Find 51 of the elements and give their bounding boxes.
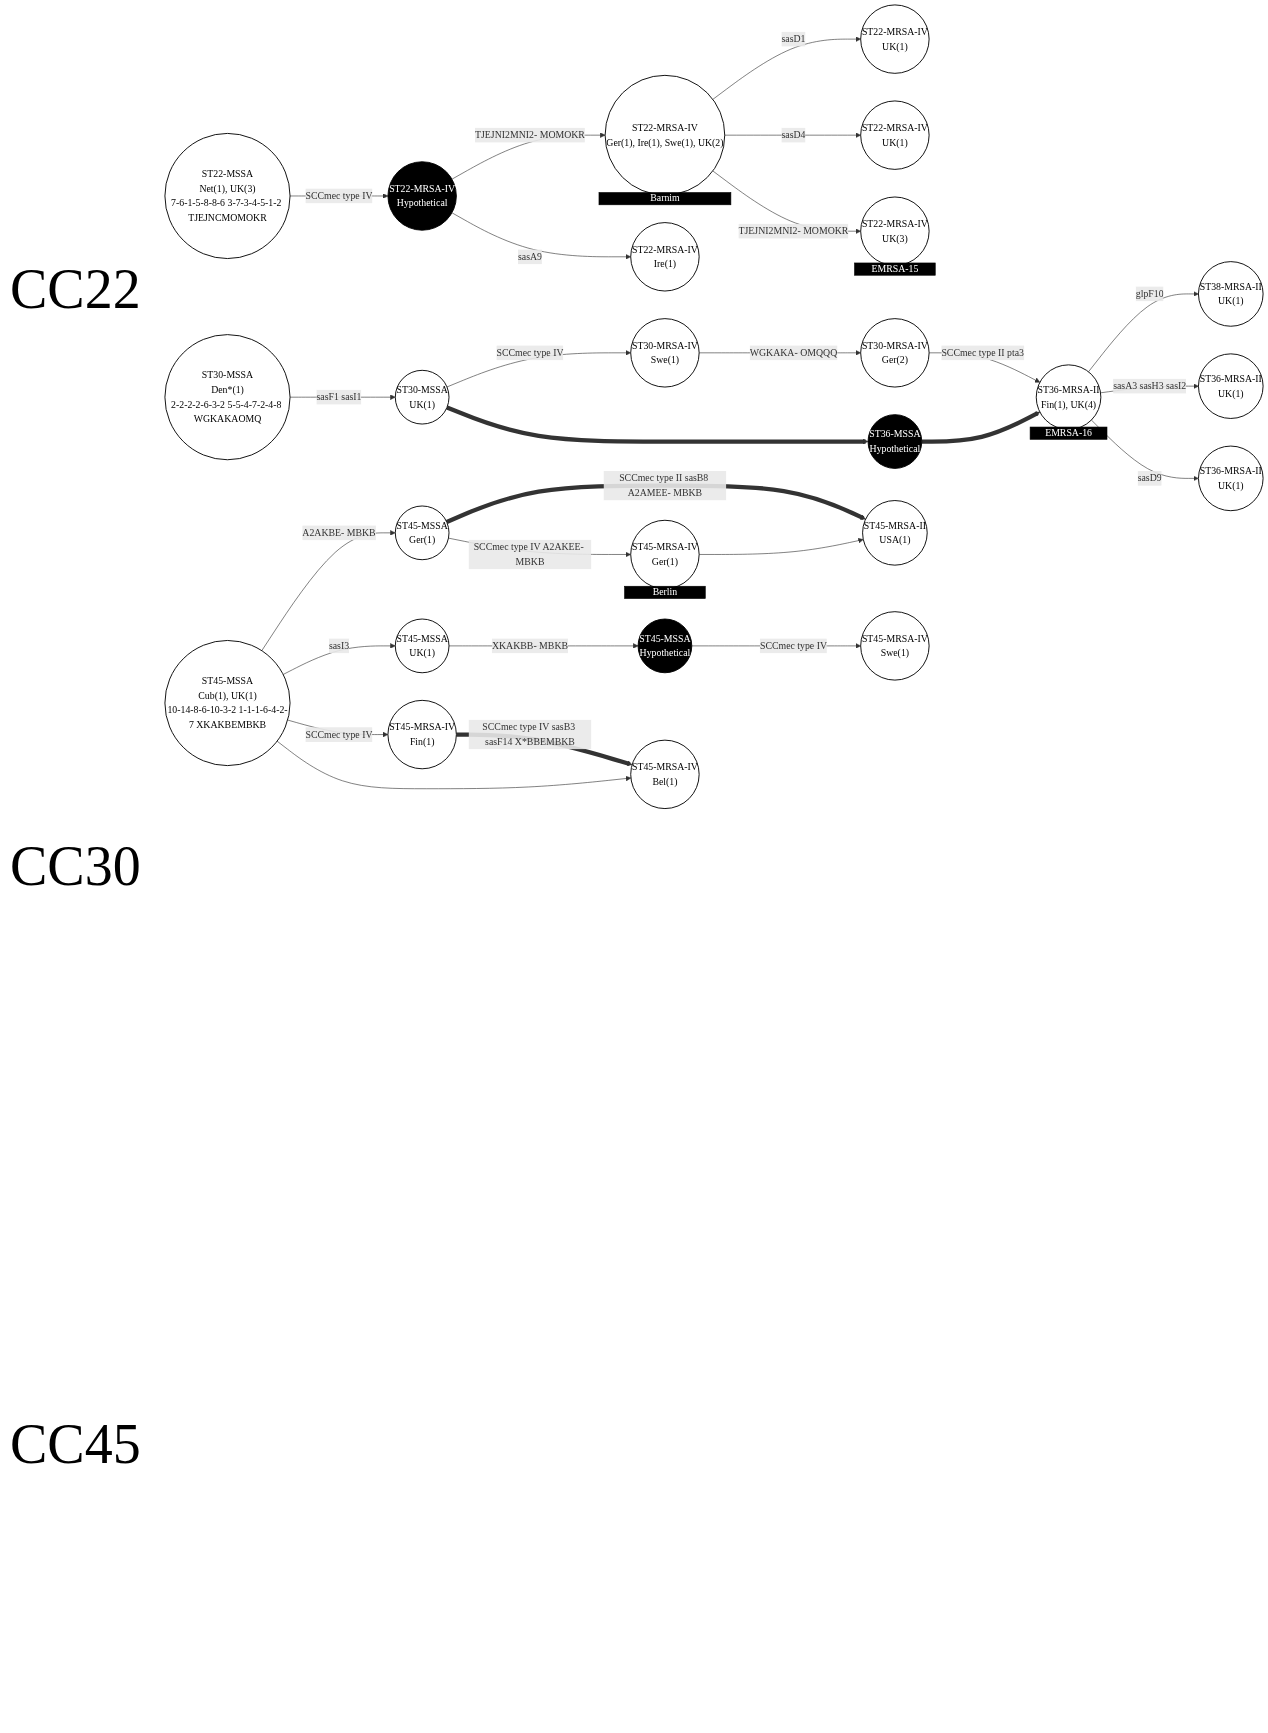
node-circle: ST38-MRSA-II UK(1) xyxy=(1198,261,1264,327)
cluster-label: CC45 xyxy=(10,1412,142,1477)
edge-label: SCCmec type II pta3 xyxy=(941,347,1024,358)
edge-label: sasF1 sasI1 xyxy=(316,391,362,403)
node-circle: ST45-MRSA-IV Swe(1) xyxy=(860,611,930,681)
edge-label: A2AKBE- MBKB xyxy=(302,527,376,538)
edge-label: sasA9 xyxy=(517,251,542,262)
node-circle: ST45-MRSA-IV Bel(1) xyxy=(630,739,700,810)
edge-label: SCCmec type IV A2AKEE- MBKB xyxy=(473,541,584,567)
cluster-label: CC30 xyxy=(10,834,142,899)
node-circle: ST22-MRSA-IV UK(1) xyxy=(860,100,930,170)
edge-label: glpF10 xyxy=(1135,288,1164,299)
node-circle: ST22-MRSA-IV Hypothetical xyxy=(387,161,457,231)
edge-label: TJEJNI2MNI2- MOMOKR xyxy=(475,129,585,141)
node-circle: ST30-MSSA UK(1) xyxy=(394,369,450,425)
edge-label: SCCmec type IV xyxy=(305,190,373,201)
edge-label: TJEJNI2MNI2- MOMOKR xyxy=(738,225,849,237)
node-circle: ST45-MSSA UK(1) xyxy=(394,618,450,674)
node-circle: ST22-MRSA-IV Ire(1) xyxy=(630,222,700,292)
edge-label: WGKAKA- OMQQQ xyxy=(749,347,838,358)
name-bar: EMRSA-16 xyxy=(1029,426,1108,440)
edge-label: SCCmec type IV xyxy=(496,347,564,358)
edge-label: sasD1 xyxy=(781,33,806,45)
node-circle: ST45-MRSA-IV Fin(1) xyxy=(387,699,457,770)
arrow xyxy=(446,405,869,445)
edge-label: SCCmec type II sasB8 A2AMEE- MBKB xyxy=(619,472,709,498)
node-circle: ST45-MRSA-II USA(1) xyxy=(862,500,928,566)
node-circle: ST36-MRSA-II UK(1) xyxy=(1198,445,1264,512)
node-circle: ST22-MRSA-IV UK(1) xyxy=(860,4,930,74)
edge-label: SCCmec type IV xyxy=(759,640,828,651)
edge-label: XKAKBB- MBKB xyxy=(491,640,569,651)
edge-label: sasA3 sasH3 sasI2 xyxy=(1113,380,1187,392)
edge-label: sasD9 xyxy=(1137,472,1162,484)
node-circle: ST30-MRSA-IV Ger(2) xyxy=(860,318,930,388)
node-circle: ST45-MSSA Hypothetical xyxy=(637,618,693,674)
node-circle: ST36-MSSA Hypothetical xyxy=(867,414,923,469)
node-circle: ST45-MSSA Cub(1), UK(1) 10-14-8-6-10-3-2 1-1-1-6-4-2-7 XKAKBEMBKB xyxy=(164,640,291,767)
node-circle: ST45-MSSA Ger(1) xyxy=(394,505,450,561)
node-circle: ST36-MRSA-II UK(1) xyxy=(1198,353,1264,419)
name-bar: Barnim xyxy=(598,192,732,206)
name-bar: Berlin xyxy=(624,585,706,599)
edge-label: sasD4 xyxy=(781,129,806,141)
name-bar: EMRSA-15 xyxy=(854,262,936,276)
node-circle: ST30-MRSA-IV Swe(1) xyxy=(630,318,700,388)
arrow xyxy=(921,411,1041,444)
edge-label: SCCmec type IV sasB3 sasF14 X*BBEMBKB xyxy=(482,721,576,747)
edge-label: SCCmec type IV xyxy=(305,729,373,740)
node-circle: ST22-MSSA Net(1), UK(3) 7-6-1-5-8-8-6 3-7-3-4-5-1-2 TJEJNCMOMOKR xyxy=(164,132,291,259)
node-circle: ST30-MSSA Den*(1) 2-2-2-2-6-3-2 5-5-4-7-2-4-8 WGKAKAOMQ xyxy=(164,334,291,461)
edge-label: sasI3 xyxy=(328,640,350,651)
cluster-label: CC22 xyxy=(10,256,142,321)
